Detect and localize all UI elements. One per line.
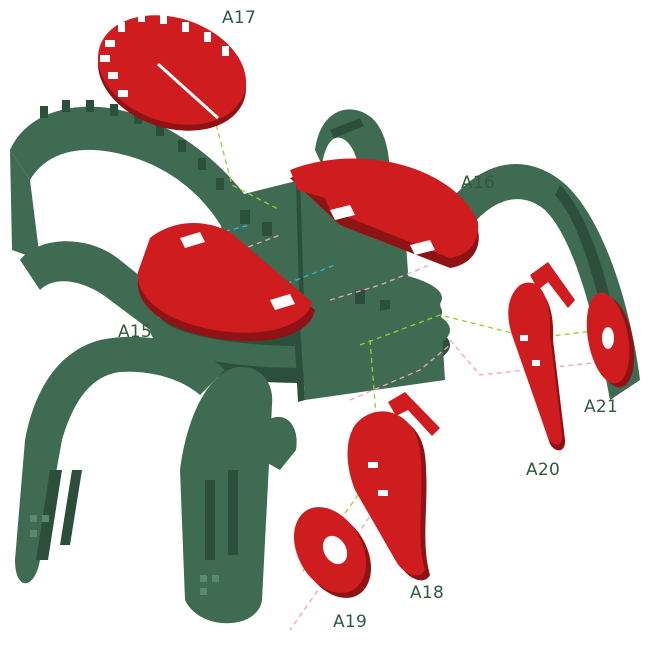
label-a21: A21 (584, 397, 618, 417)
label-a19: A19 (333, 612, 367, 632)
label-a18: A18 (410, 583, 444, 603)
label-a16: A16 (461, 173, 495, 193)
label-a20: A20 (526, 460, 560, 480)
label-a17: A17 (222, 8, 256, 28)
label-a15: A15 (118, 322, 152, 342)
front-center-leg (180, 367, 272, 623)
part-a20 (508, 262, 575, 450)
